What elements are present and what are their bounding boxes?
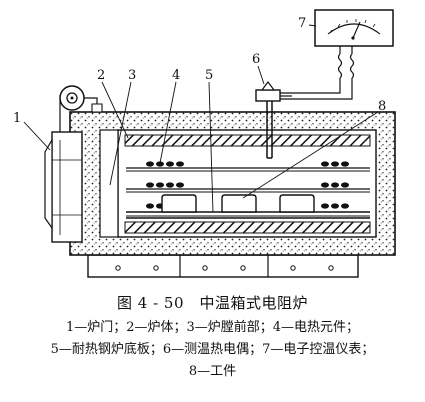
legend-line-3: 8—工件 xyxy=(188,364,237,379)
workpieces xyxy=(161,194,315,213)
legend-line-2: 5—耐热钢炉底板；6—测温热电偶；7—电子控温仪表； xyxy=(50,342,375,357)
signal-wiring xyxy=(280,46,355,100)
legend-line-1: 1—炉门；2—炉体；3—炉膛前部；4—电热元件； xyxy=(65,320,360,335)
leader-lines xyxy=(23,24,379,213)
callout-8: 8 xyxy=(378,99,386,114)
heating-elements xyxy=(126,161,370,209)
door-pulley xyxy=(59,85,103,132)
furnace-base xyxy=(87,254,359,278)
chamber-lining xyxy=(124,134,371,234)
callout-2: 2 xyxy=(97,68,105,83)
thermocouple xyxy=(255,81,292,159)
callout-5: 5 xyxy=(205,68,213,83)
callout-4: 4 xyxy=(172,68,180,83)
temperature-controller xyxy=(314,9,394,47)
callout-labels: 1 2 3 4 5 6 7 8 xyxy=(13,16,386,126)
furnace-door xyxy=(44,131,83,243)
callout-3: 3 xyxy=(128,68,136,83)
callout-7: 7 xyxy=(298,16,306,31)
callout-1: 1 xyxy=(13,111,21,126)
furnace-diagram: 1 2 3 4 5 6 7 8 xyxy=(13,9,396,278)
callout-6: 6 xyxy=(252,52,260,67)
figure-title: 图 4 - 50 中温箱式电阻炉 xyxy=(116,294,308,312)
